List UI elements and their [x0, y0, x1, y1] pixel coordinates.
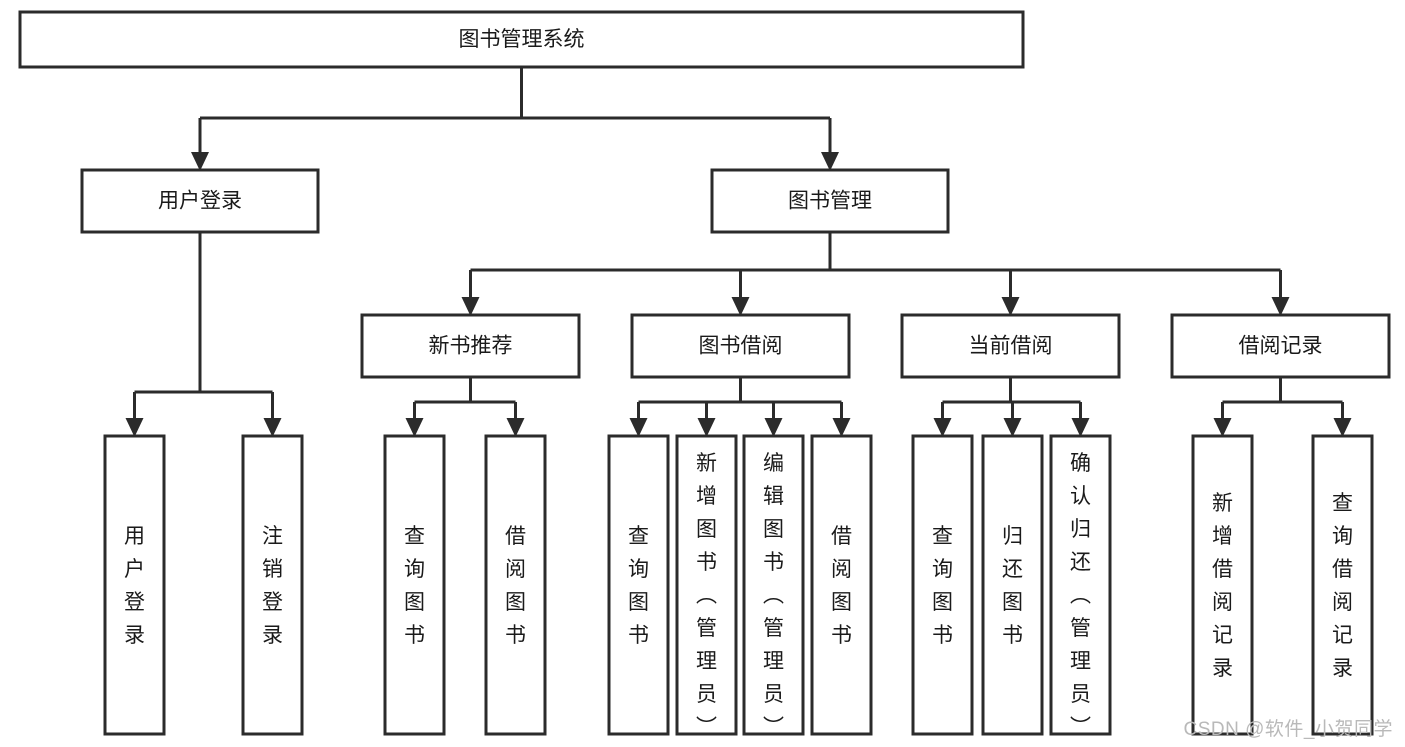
arrow-head-icon — [1271, 297, 1290, 316]
node-borrow-record[interactable]: 借阅记录 — [1170, 313, 1391, 379]
node-leaf-return-book[interactable]: 归还图书 — [981, 434, 1044, 736]
node-leaf-query-book-2[interactable]: 查询图书 — [607, 434, 670, 736]
node-user-login[interactable]: 用户登录 — [80, 168, 320, 234]
node-label: 当前借阅 — [969, 335, 1053, 358]
node-book-manage[interactable]: 图书管理 — [710, 168, 950, 234]
node-box[interactable] — [810, 434, 873, 736]
node-label: 编辑图书︵管理员︶ — [763, 452, 784, 739]
node-label: 新增借阅记录 — [1212, 492, 1233, 680]
arrow-head-icon — [191, 152, 209, 171]
arrow-head-icon — [1001, 297, 1020, 316]
watermark-text: CSDN @软件_小贺同学 — [1183, 719, 1393, 740]
node-label: 归还图书 — [1002, 525, 1023, 647]
node-leaf-confirm-return[interactable]: 确认归还︵管理员︶ — [1049, 434, 1112, 739]
arrow-head-icon — [764, 418, 783, 437]
node-label: 查询图书 — [628, 525, 649, 647]
connector-group — [125, 232, 282, 437]
node-box[interactable] — [1049, 434, 1112, 736]
node-leaf-add-book[interactable]: 新增图书︵管理员︶ — [675, 434, 738, 739]
node-box[interactable] — [900, 313, 1121, 379]
node-box[interactable] — [360, 313, 581, 379]
arrow-head-icon — [1003, 418, 1022, 437]
node-box[interactable] — [241, 434, 304, 736]
connector-group — [1213, 377, 1352, 437]
node-box[interactable] — [1170, 313, 1391, 379]
arrow-head-icon — [461, 297, 480, 316]
node-root[interactable]: 图书管理系统 — [18, 10, 1025, 69]
node-label: 查询图书 — [404, 525, 425, 647]
node-label: 图书管理 — [788, 190, 872, 213]
connector-group — [629, 377, 851, 437]
node-leaf-query-book-3[interactable]: 查询图书 — [911, 434, 974, 736]
node-label: 确认归还︵管理员︶ — [1070, 452, 1091, 739]
arrow-head-icon — [731, 297, 750, 316]
node-label: 查询图书 — [932, 525, 953, 647]
arrow-head-icon — [263, 418, 282, 437]
node-leaf-add-record[interactable]: 新增借阅记录 — [1191, 434, 1254, 736]
arrow-head-icon — [697, 418, 716, 437]
arrow-head-icon — [1071, 418, 1090, 437]
node-label: 用户登录 — [124, 525, 145, 647]
connector-group — [191, 67, 839, 171]
node-box[interactable] — [484, 434, 547, 736]
node-label: 图书管理系统 — [459, 28, 585, 51]
node-box[interactable] — [911, 434, 974, 736]
node-leaf-query-book-1[interactable]: 查询图书 — [383, 434, 446, 736]
node-box[interactable] — [630, 313, 851, 379]
node-box[interactable] — [1191, 434, 1254, 736]
node-label: 借阅记录 — [1239, 335, 1323, 358]
arrow-head-icon — [933, 418, 952, 437]
node-leaf-query-record[interactable]: 查询借阅记录 — [1311, 434, 1374, 736]
node-box[interactable] — [710, 168, 950, 234]
node-leaf-borrow-book-1[interactable]: 借阅图书 — [484, 434, 547, 736]
node-label: 注销登录 — [262, 525, 283, 647]
node-leaf-user-login[interactable]: 用户登录 — [103, 434, 166, 736]
connector-group — [405, 377, 525, 437]
node-label: 用户登录 — [158, 190, 242, 213]
arrow-head-icon — [821, 152, 839, 171]
arrow-head-icon — [125, 418, 144, 437]
arrow-head-icon — [1213, 418, 1232, 437]
arrow-head-icon — [506, 418, 525, 437]
node-box[interactable] — [383, 434, 446, 736]
node-current-borrow[interactable]: 当前借阅 — [900, 313, 1121, 379]
node-label: 查询借阅记录 — [1332, 492, 1353, 680]
node-label: 借阅图书 — [831, 525, 852, 647]
connector-group — [933, 377, 1090, 437]
node-new-book-recommend[interactable]: 新书推荐 — [360, 313, 581, 379]
node-leaf-edit-book[interactable]: 编辑图书︵管理员︶ — [742, 434, 805, 739]
node-box[interactable] — [80, 168, 320, 234]
node-leaf-user-logout[interactable]: 注销登录 — [241, 434, 304, 736]
node-label: 新书推荐 — [429, 335, 513, 358]
node-book-borrow[interactable]: 图书借阅 — [630, 313, 851, 379]
nodes-layer: 图书管理系统用户登录图书管理新书推荐图书借阅当前借阅借阅记录用户登录注销登录查询… — [18, 10, 1391, 739]
arrow-head-icon — [405, 418, 424, 437]
node-box[interactable] — [981, 434, 1044, 736]
node-box[interactable] — [607, 434, 670, 736]
connector-group — [461, 232, 1290, 316]
arrow-head-icon — [1333, 418, 1352, 437]
connectors-layer — [125, 67, 1352, 437]
node-box[interactable] — [18, 10, 1025, 69]
node-box[interactable] — [742, 434, 805, 736]
arrow-head-icon — [832, 418, 851, 437]
node-label: 图书借阅 — [699, 335, 783, 358]
arrow-head-icon — [629, 418, 648, 437]
node-leaf-borrow-book-2[interactable]: 借阅图书 — [810, 434, 873, 736]
node-box[interactable] — [103, 434, 166, 736]
node-label: 借阅图书 — [505, 525, 526, 647]
node-box[interactable] — [1311, 434, 1374, 736]
node-label: 新增图书︵管理员︶ — [696, 452, 717, 739]
node-box[interactable] — [675, 434, 738, 736]
